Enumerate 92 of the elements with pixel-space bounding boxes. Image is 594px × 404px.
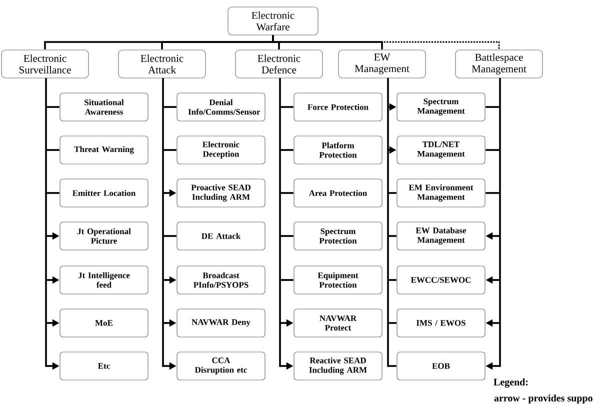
connector-line — [45, 236, 47, 280]
connector-line — [279, 236, 281, 280]
function-box: MoE — [60, 308, 148, 338]
connector-line — [45, 78, 47, 107]
connector-line — [387, 150, 389, 193]
connector-line — [45, 193, 47, 236]
function-box: Force Protection — [294, 92, 382, 122]
legend-text: arrow - provides suppo — [494, 394, 592, 404]
function-box: IMS / EWOS — [396, 308, 486, 338]
function-box: Threat Warning — [60, 136, 148, 164]
connector-line — [387, 107, 389, 150]
connector-line — [387, 323, 389, 367]
function-box: Emitter Location — [60, 178, 148, 208]
connector-line — [46, 192, 60, 194]
connector-line — [45, 280, 47, 323]
connector-line — [387, 280, 389, 323]
connector-line — [279, 323, 281, 367]
connector-line — [387, 236, 389, 280]
connector-line — [272, 35, 383, 50]
function-box: Situational Awareness — [60, 92, 148, 122]
connector-line — [388, 322, 396, 324]
connector-line — [279, 280, 281, 323]
connector-line — [279, 107, 281, 150]
connector-line — [499, 193, 501, 236]
function-box: Area Protection — [294, 178, 382, 208]
connector-line — [45, 323, 47, 367]
legend-title: Legend: — [494, 378, 528, 388]
connector-line — [280, 235, 294, 237]
function-box: Denial Info/Comms/Sensor — [176, 92, 266, 122]
connector-line — [163, 106, 176, 108]
connector-line — [45, 150, 47, 193]
connector-line — [499, 78, 501, 107]
connector-line — [388, 235, 396, 237]
connector-line — [163, 149, 176, 151]
function-box: DE Attack — [176, 222, 266, 250]
function-box: Etc — [60, 352, 148, 380]
function-box: EM Environment Management — [396, 178, 486, 208]
connector-line — [280, 149, 294, 151]
root-box: Electronic Warfare — [228, 6, 318, 36]
connector-line — [162, 150, 164, 193]
connector-line — [45, 107, 47, 150]
connector-line — [499, 236, 501, 280]
connector-line — [499, 280, 501, 323]
function-box: Broadcast PInfo/PSYOPS — [176, 266, 266, 294]
function-box: NAVWAR Deny — [176, 308, 266, 338]
connector-line — [388, 192, 396, 194]
connector-line — [279, 193, 281, 236]
category-box: Electronic Surveillance — [1, 50, 89, 78]
function-box: Jt Intelligence feed — [60, 266, 148, 294]
connector-line — [162, 78, 164, 107]
connector-line — [499, 150, 501, 193]
connector-line — [279, 150, 281, 193]
function-box: EWCC/SEWOC — [396, 266, 486, 294]
connector-line — [279, 78, 281, 107]
connector-line — [486, 192, 500, 194]
connector-line — [162, 280, 164, 323]
function-box: TDL/NET Management — [396, 136, 486, 164]
function-box: Spectrum Protection — [294, 222, 382, 250]
function-box: CCA Disruption etc — [176, 352, 266, 380]
connector-line — [280, 106, 294, 108]
function-box: Proactive SEAD Including ARM — [176, 178, 266, 208]
function-box: NAVWAR Protect — [294, 308, 382, 338]
connector-line — [46, 149, 60, 151]
function-box: EOB — [396, 352, 486, 380]
function-box: Jt Operational Picture — [60, 222, 148, 250]
connector-line — [499, 323, 501, 367]
category-box: Battlespace Management — [455, 50, 543, 78]
connector-line — [46, 106, 60, 108]
connector-line — [387, 193, 389, 236]
function-box: Reactive SEAD Including ARM — [294, 352, 382, 380]
function-box: EW Database Management — [396, 222, 486, 250]
connector-line — [162, 236, 164, 280]
function-box: Equipment Protection — [294, 266, 382, 294]
connector-line — [387, 78, 389, 107]
category-box: Electronic Defence — [235, 50, 323, 78]
connector-line — [499, 107, 501, 150]
connector-line — [280, 279, 294, 281]
connector-line — [280, 192, 294, 194]
connector-line — [388, 279, 396, 281]
connector-line — [162, 193, 164, 236]
function-box: Electronic Deception — [176, 136, 266, 164]
connector-line — [162, 107, 164, 150]
category-box: EW Management — [338, 50, 426, 78]
function-box: Spectrum Management — [396, 92, 486, 122]
connector-line — [163, 235, 176, 237]
connector-line — [162, 323, 164, 367]
connector-line — [486, 149, 500, 151]
function-box: Platform Protection — [294, 136, 382, 164]
connector-line — [486, 106, 500, 108]
category-box: Electronic Attack — [118, 50, 206, 78]
connector-line — [272, 35, 500, 50]
connector-line — [388, 365, 396, 367]
